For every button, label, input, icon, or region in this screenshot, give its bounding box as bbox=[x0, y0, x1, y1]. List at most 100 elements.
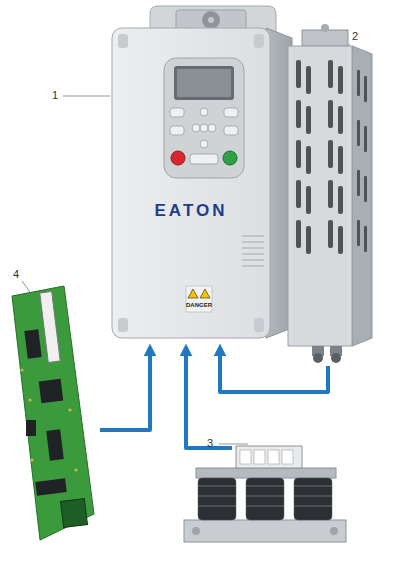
frequency-inverter-part bbox=[202, 11, 220, 29]
line-reactor-part bbox=[254, 450, 265, 464]
brake-resistor-part bbox=[288, 46, 352, 346]
brake-resistor-part bbox=[306, 226, 311, 254]
brake-resistor-part bbox=[364, 76, 367, 102]
brake-resistor-part bbox=[313, 353, 323, 363]
brake-resistor-part bbox=[364, 126, 367, 152]
line-reactor-part bbox=[330, 527, 338, 535]
brake-resistor-part bbox=[357, 220, 360, 246]
brake-resistor-part bbox=[338, 146, 343, 174]
line-reactor-part bbox=[294, 478, 332, 520]
option-card-part bbox=[39, 379, 64, 404]
option-card-part bbox=[40, 292, 60, 363]
frequency-inverter-part bbox=[242, 236, 264, 266]
frequency-inverter-part bbox=[242, 259, 264, 261]
frequency-inverter bbox=[112, 6, 292, 338]
brake-resistor-part bbox=[296, 220, 301, 248]
brake-resistor-part bbox=[338, 106, 343, 134]
line-reactor-part bbox=[198, 478, 332, 520]
frequency-inverter-part bbox=[254, 34, 264, 48]
frequency-inverter-part bbox=[208, 124, 216, 132]
frequency-inverter-part bbox=[242, 253, 264, 255]
line-reactor bbox=[184, 446, 346, 542]
option-card-part bbox=[46, 429, 64, 460]
brake-resistor-part bbox=[357, 170, 360, 196]
frequency-inverter-part bbox=[192, 124, 200, 132]
frequency-inverter-part bbox=[242, 265, 264, 267]
leader-line-part bbox=[219, 444, 248, 445]
option-card-part bbox=[20, 368, 23, 371]
option-card-part bbox=[24, 329, 66, 496]
option-card-part bbox=[35, 478, 66, 496]
frequency-inverter-part bbox=[164, 58, 244, 178]
frequency-inverter-part bbox=[200, 124, 208, 132]
line-reactor-part bbox=[196, 468, 336, 478]
brake-resistor-part bbox=[338, 226, 343, 254]
brake-resistor-part bbox=[364, 226, 367, 252]
brake-resistor-part bbox=[338, 186, 343, 214]
line-reactor-part bbox=[246, 478, 284, 520]
frequency-inverter-part bbox=[200, 289, 210, 298]
brake-resistor-part bbox=[328, 60, 333, 88]
brake-resistor-part bbox=[328, 180, 333, 208]
frequency-inverter-part bbox=[118, 34, 128, 48]
frequency-inverter-part bbox=[242, 247, 264, 249]
brake-resistor-part bbox=[306, 186, 311, 214]
brake-resistor-part bbox=[296, 100, 301, 128]
line-reactor-part bbox=[236, 446, 302, 468]
brake-resistor-part bbox=[328, 220, 333, 248]
line-reactor-part bbox=[282, 450, 293, 464]
option-card-part bbox=[61, 499, 88, 528]
brake-resistor-part bbox=[306, 106, 311, 134]
leader-line-part bbox=[22, 281, 30, 292]
line-reactor-part bbox=[240, 450, 251, 464]
frequency-inverter-part bbox=[200, 108, 208, 116]
frequency-inverter-part bbox=[177, 69, 231, 97]
line-reactor-part bbox=[246, 496, 284, 497]
frequency-inverter-part bbox=[223, 151, 237, 165]
brake-resistor-part bbox=[321, 24, 329, 32]
brake-resistor-part bbox=[328, 100, 333, 128]
frequency-inverter-part bbox=[118, 318, 128, 332]
frequency-inverter-part bbox=[200, 140, 208, 148]
brand-logo: EATON bbox=[155, 202, 228, 219]
brake-resistor-part bbox=[302, 30, 348, 46]
frequency-inverter-part bbox=[188, 289, 198, 298]
line-reactor-part bbox=[198, 506, 236, 507]
option-card bbox=[12, 286, 94, 540]
brake-resistor-part bbox=[364, 176, 367, 202]
frequency-inverter-part bbox=[242, 241, 264, 243]
line-reactor-part bbox=[198, 486, 236, 487]
line-reactor-part bbox=[294, 506, 332, 507]
brake-resistor-part bbox=[357, 120, 360, 146]
warning-label: DANGER bbox=[186, 302, 212, 308]
connection-arrow bbox=[100, 350, 328, 448]
option-card-part bbox=[74, 468, 77, 471]
frequency-inverter-part bbox=[170, 126, 184, 135]
option-card-part bbox=[30, 458, 33, 461]
option-card-part bbox=[68, 408, 71, 411]
line-reactor-part bbox=[240, 450, 293, 464]
frequency-inverter-part bbox=[190, 154, 218, 164]
callout-number: 1 bbox=[52, 90, 58, 101]
frequency-inverter-part bbox=[112, 28, 270, 338]
brake-resistor bbox=[288, 24, 372, 363]
brake-resistor-part bbox=[296, 60, 367, 254]
line-reactor-part bbox=[192, 527, 200, 535]
connection-arrow-part bbox=[100, 350, 150, 430]
line-reactor-part bbox=[268, 450, 279, 464]
brake-resistor-part bbox=[296, 60, 301, 88]
brake-resistor-part bbox=[296, 180, 301, 208]
brake-resistor-part bbox=[296, 140, 301, 168]
line-reactor-part bbox=[246, 486, 284, 487]
connection-arrow-part bbox=[220, 350, 328, 392]
brake-resistor-part bbox=[338, 66, 343, 94]
brake-resistor-part bbox=[352, 46, 372, 346]
connection-arrow-part bbox=[186, 350, 232, 448]
option-card-part bbox=[28, 398, 31, 401]
frequency-inverter-part bbox=[224, 108, 238, 117]
option-card-part bbox=[12, 286, 94, 540]
frequency-inverter-part bbox=[254, 318, 264, 332]
line-reactor-part bbox=[198, 496, 236, 497]
